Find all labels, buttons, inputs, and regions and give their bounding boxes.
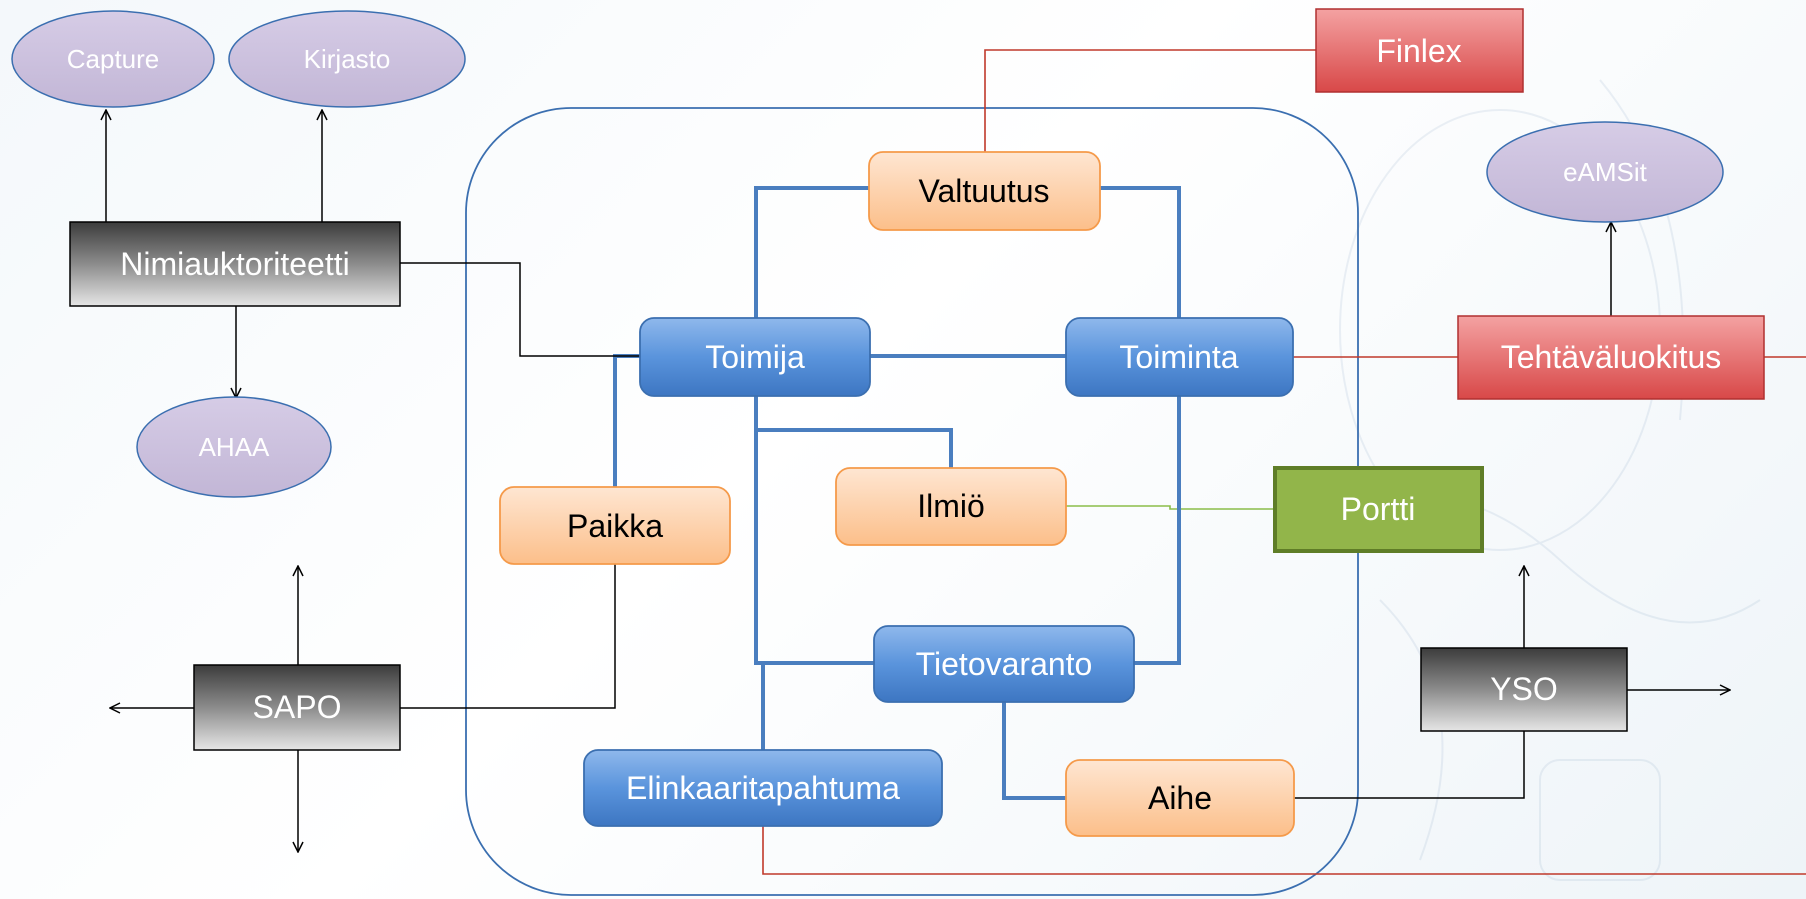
portti-label: Portti <box>1341 491 1416 527</box>
finlex-label: Finlex <box>1376 33 1461 69</box>
valtuutus-label: Valtuutus <box>918 173 1049 209</box>
node-elinkaaritapahtuma[interactable]: Elinkaaritapahtuma <box>583 749 943 827</box>
valtuutus-toiminta-connector <box>1100 186 1181 318</box>
toimija-ilmio-connector <box>754 396 953 468</box>
node-toiminta[interactable]: Toiminta <box>1065 317 1294 397</box>
red-connectors <box>762 49 1806 875</box>
elinkaaritapahtuma-offscreen-connector <box>762 826 1806 875</box>
elinkaaritapahtuma-label: Elinkaaritapahtuma <box>626 770 900 806</box>
valtuutus-finlex-connector <box>984 49 1316 152</box>
target-ellipse-eamsit[interactable]: eAMSit <box>1486 121 1724 223</box>
tietovaranto-aihe-connector <box>1002 701 1066 800</box>
nimiauktoriteetti-toimija-connector <box>400 262 640 357</box>
capture-label: Capture <box>67 44 160 74</box>
sapo-label: SAPO <box>253 689 342 725</box>
black-connectors <box>106 110 1730 852</box>
node-yso[interactable]: YSO <box>1420 647 1628 732</box>
node-ilmio[interactable]: Ilmiö <box>835 467 1067 546</box>
node-toimija[interactable]: Toimija <box>639 317 871 397</box>
kirjasto-label: Kirjasto <box>304 44 391 74</box>
toiminta-label: Toiminta <box>1119 339 1238 375</box>
aihe-label: Aihe <box>1148 780 1212 816</box>
toimija-label: Toimija <box>705 339 805 375</box>
node-paikka[interactable]: Paikka <box>499 486 731 565</box>
ilmio-label: Ilmiö <box>917 488 985 524</box>
blue-connectors <box>613 186 1181 800</box>
tietovaranto-toiminta-connector <box>1134 396 1181 665</box>
tehtavaluokitus-label: Tehtäväluokitus <box>1501 339 1722 375</box>
node-finlex[interactable]: Finlex <box>1315 8 1524 93</box>
toimija-paikka-connector <box>613 354 640 487</box>
node-tehtavaluokitus[interactable]: Tehtäväluokitus <box>1457 315 1765 400</box>
target-ellipse-kirjasto[interactable]: Kirjasto <box>228 10 466 108</box>
node-portti[interactable]: Portti <box>1273 466 1484 553</box>
node-nimiauktoriteetti[interactable]: Nimiauktoriteetti <box>69 221 401 307</box>
target-ellipse-ahaa[interactable]: AHAA <box>136 396 332 498</box>
tietovaranto-label: Tietovaranto <box>916 646 1093 682</box>
aihe-yso-connector <box>1294 731 1525 799</box>
yso-label: YSO <box>1490 671 1558 707</box>
node-valtuutus[interactable]: Valtuutus <box>868 151 1101 231</box>
toimija-tietovaranto-connector <box>754 430 874 665</box>
nimiauktoriteetti-label: Nimiauktoriteetti <box>120 246 349 282</box>
eamsit-label: eAMSit <box>1563 157 1648 187</box>
node-sapo[interactable]: SAPO <box>193 664 401 751</box>
ilmio-portti-connector <box>1066 505 1273 510</box>
ahaa-label: AHAA <box>199 432 270 462</box>
valtuutus-toimija-connector <box>754 186 869 318</box>
node-tietovaranto[interactable]: Tietovaranto <box>873 625 1135 703</box>
sapo-paikka-connector <box>400 564 616 709</box>
target-ellipse-capture[interactable]: Capture <box>11 10 215 108</box>
paikka-label: Paikka <box>567 508 663 544</box>
node-aihe[interactable]: Aihe <box>1065 759 1295 837</box>
